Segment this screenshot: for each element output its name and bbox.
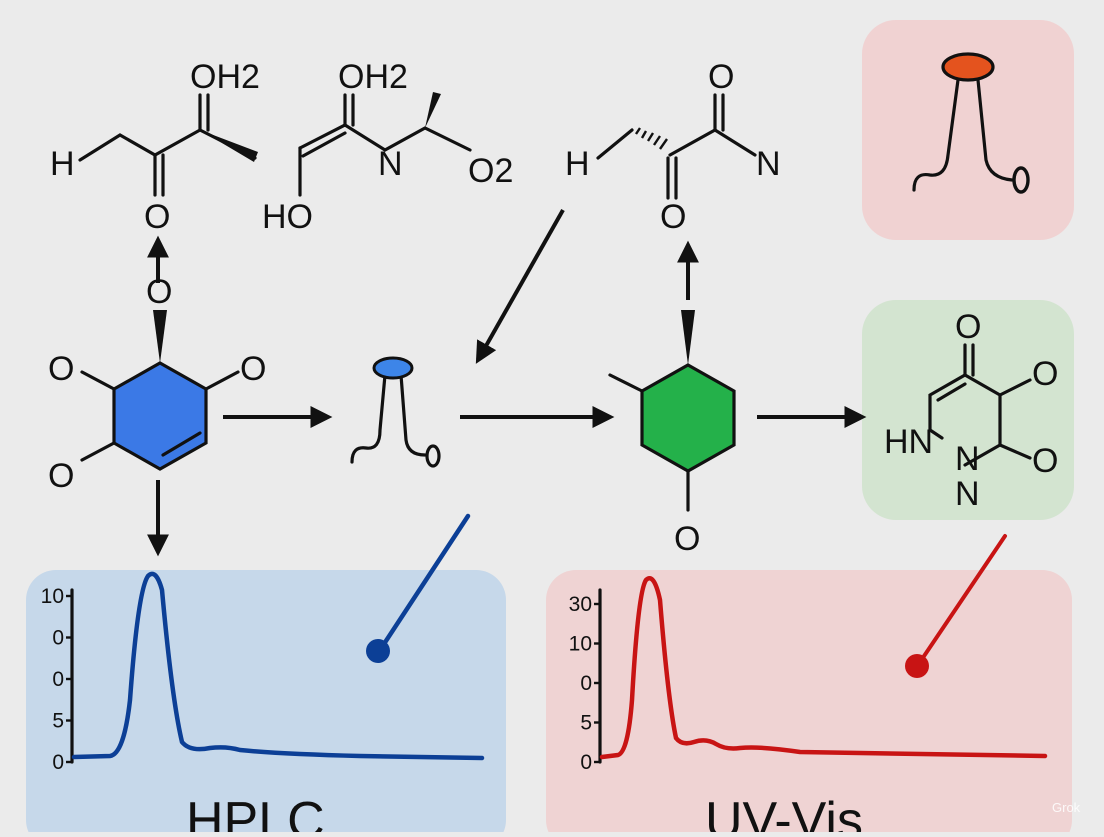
green-o-bottom-label: O xyxy=(674,520,700,558)
s1-h-label: H xyxy=(50,145,75,183)
s1-o-label: O xyxy=(144,198,170,236)
s2-n-label: N xyxy=(378,145,403,183)
uvvis-tick-label: 0 xyxy=(580,751,592,774)
uvvis-caption: UV-Vis xyxy=(705,792,863,832)
pyr-o-right2-label: O xyxy=(1032,442,1058,480)
pyr-o-right-label: O xyxy=(1032,355,1058,393)
pyr-n1-label: N xyxy=(955,440,980,478)
hplc-chart: 10 0 0 5 0 HPLC xyxy=(41,513,485,837)
hplc-tick-label: 5 xyxy=(52,710,64,733)
blue-hexagon xyxy=(112,361,208,471)
uvvis-tick-label: 10 xyxy=(569,633,592,656)
uvvis-tick-label: 0 xyxy=(580,672,592,695)
hplc-trace xyxy=(71,571,485,761)
blue-ring-molecule: O O O O xyxy=(48,273,266,495)
blue-capped-tuning-fork-icon xyxy=(350,356,441,468)
s2-oh2-label: OH2 xyxy=(338,58,408,96)
blue-cap xyxy=(372,356,414,380)
wedge-bond xyxy=(153,310,167,363)
hashed-bond xyxy=(635,127,668,150)
reaction-arrows xyxy=(147,209,867,557)
wedge-bond xyxy=(425,92,441,128)
wedge-bond xyxy=(681,310,695,365)
wedge-bond xyxy=(200,130,258,162)
hplc-tick-label: 10 xyxy=(41,585,64,608)
green-hexagon xyxy=(640,363,736,473)
right-green-box xyxy=(862,300,1074,520)
uvvis-pointer-line xyxy=(916,534,1007,667)
watermark-text: Grok xyxy=(1052,800,1081,815)
pyr-o-top-label: O xyxy=(955,308,981,346)
s3-n-label: N xyxy=(756,145,781,183)
pyridazine-structure: O O HN N O N xyxy=(884,308,1058,513)
s3-h-label: H xyxy=(565,145,590,183)
s3-o-bottom-label: O xyxy=(660,198,686,236)
s3-o-top-label: O xyxy=(708,58,734,96)
s2-ho-label: HO xyxy=(262,198,313,236)
hplc-panel xyxy=(26,570,506,837)
uvvis-tick-label: 30 xyxy=(569,593,592,616)
blue-o-right-label: O xyxy=(240,350,266,388)
orange-cap xyxy=(941,52,995,82)
uvvis-tick-label: 5 xyxy=(580,712,592,735)
pyr-n2-label: N xyxy=(955,475,980,513)
uvvis-panel xyxy=(546,570,1072,837)
structure-2: OH2 N O2 HO xyxy=(262,58,513,236)
hplc-pointer-dot xyxy=(366,639,390,663)
uvvis-pointer-dot xyxy=(905,654,929,678)
blue-o-bottom-left-label: O xyxy=(48,457,74,495)
hplc-tick-label: 0 xyxy=(52,751,64,774)
s2-o2-label: O2 xyxy=(468,152,513,190)
arrow-diagonal xyxy=(475,209,565,364)
hplc-pointer-line xyxy=(377,513,471,653)
orange-capped-tuning-fork-icon xyxy=(912,52,1030,194)
green-ring-molecule: O xyxy=(608,310,736,558)
hplc-tick-label: 0 xyxy=(52,668,64,691)
s1-oh2-label: OH2 xyxy=(190,58,260,96)
hplc-tick-label: 0 xyxy=(52,627,64,650)
hplc-caption: HPLC xyxy=(186,792,325,832)
pyr-hn-label: HN xyxy=(884,423,933,461)
blue-o-left-label: O xyxy=(48,350,74,388)
uvvis-trace xyxy=(599,576,1048,760)
uvvis-chart: 30 10 0 5 0 UV-Vis xyxy=(569,534,1048,837)
structure-3: O H O N xyxy=(565,58,781,236)
structure-1: OH2 H O xyxy=(50,58,260,236)
